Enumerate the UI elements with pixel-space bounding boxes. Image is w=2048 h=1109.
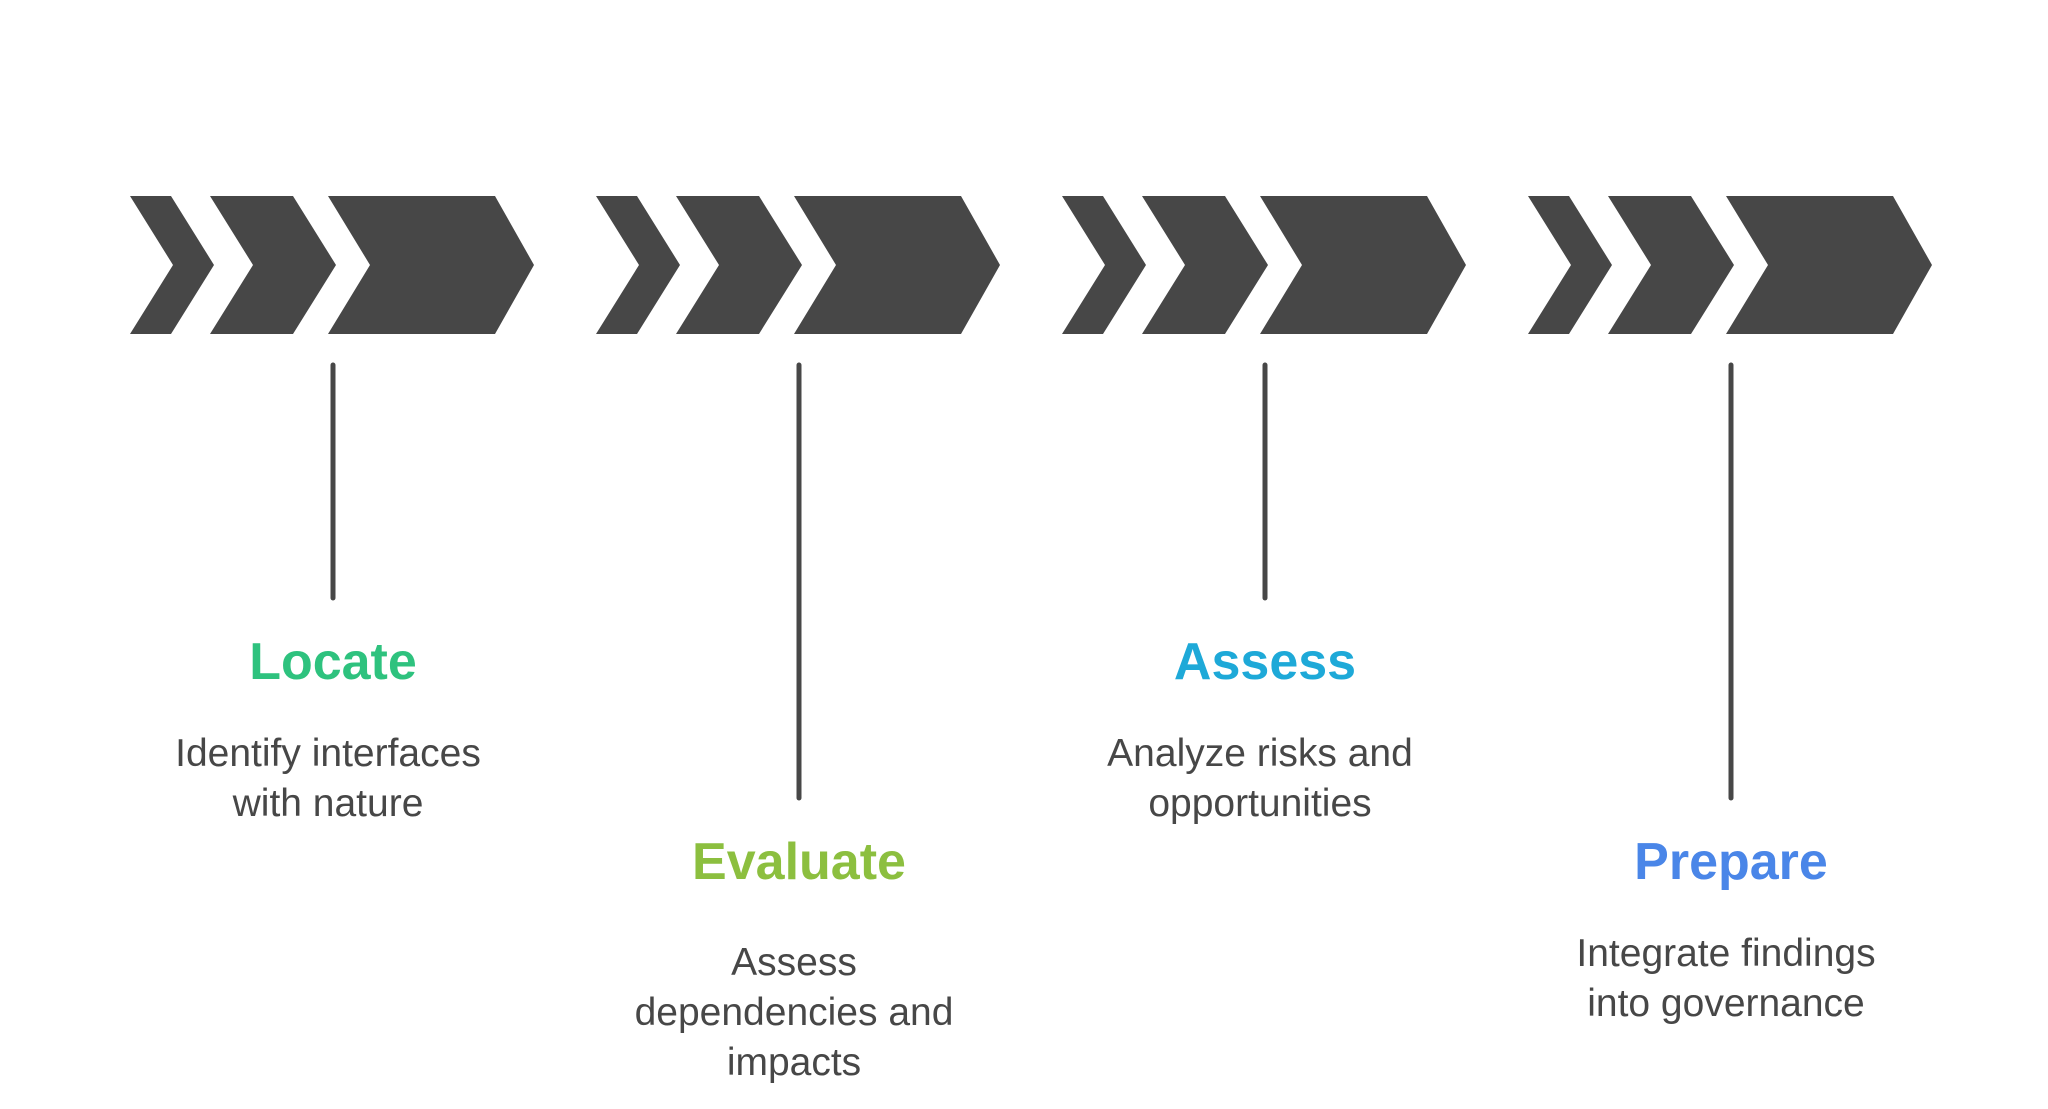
- stage-1-chevron-small: [130, 196, 214, 334]
- stage-3-chevron-small: [1062, 196, 1146, 334]
- stage-2-description: Assess dependencies and impacts: [634, 941, 954, 1084]
- stage-3-description: Analyze risks and opportunities: [1107, 732, 1413, 825]
- stage-4-title: Prepare: [1634, 833, 1828, 891]
- stage-4-chevron-small: [1528, 196, 1612, 334]
- stage-4-chevron-medium: [1608, 196, 1734, 334]
- stage-4-chevron-large: [1726, 196, 1932, 334]
- stage-1-title: Locate: [249, 633, 417, 691]
- stage-1-chevron-medium: [210, 196, 336, 334]
- stage-2-chevron-medium: [676, 196, 802, 334]
- stage-1-description: Identify interfaces with nature: [175, 732, 481, 825]
- stage-2-chevron-large: [794, 196, 1000, 334]
- stage-3-chevron-medium: [1142, 196, 1268, 334]
- stage-3-chevron-large: [1260, 196, 1466, 334]
- stage-2-chevron-small: [596, 196, 680, 334]
- stage-1-chevron-large: [328, 196, 534, 334]
- stage-4-description: Integrate findings into governance: [1576, 932, 1876, 1025]
- stage-2-title: Evaluate: [692, 833, 906, 891]
- stage-3-title: Assess: [1173, 633, 1357, 691]
